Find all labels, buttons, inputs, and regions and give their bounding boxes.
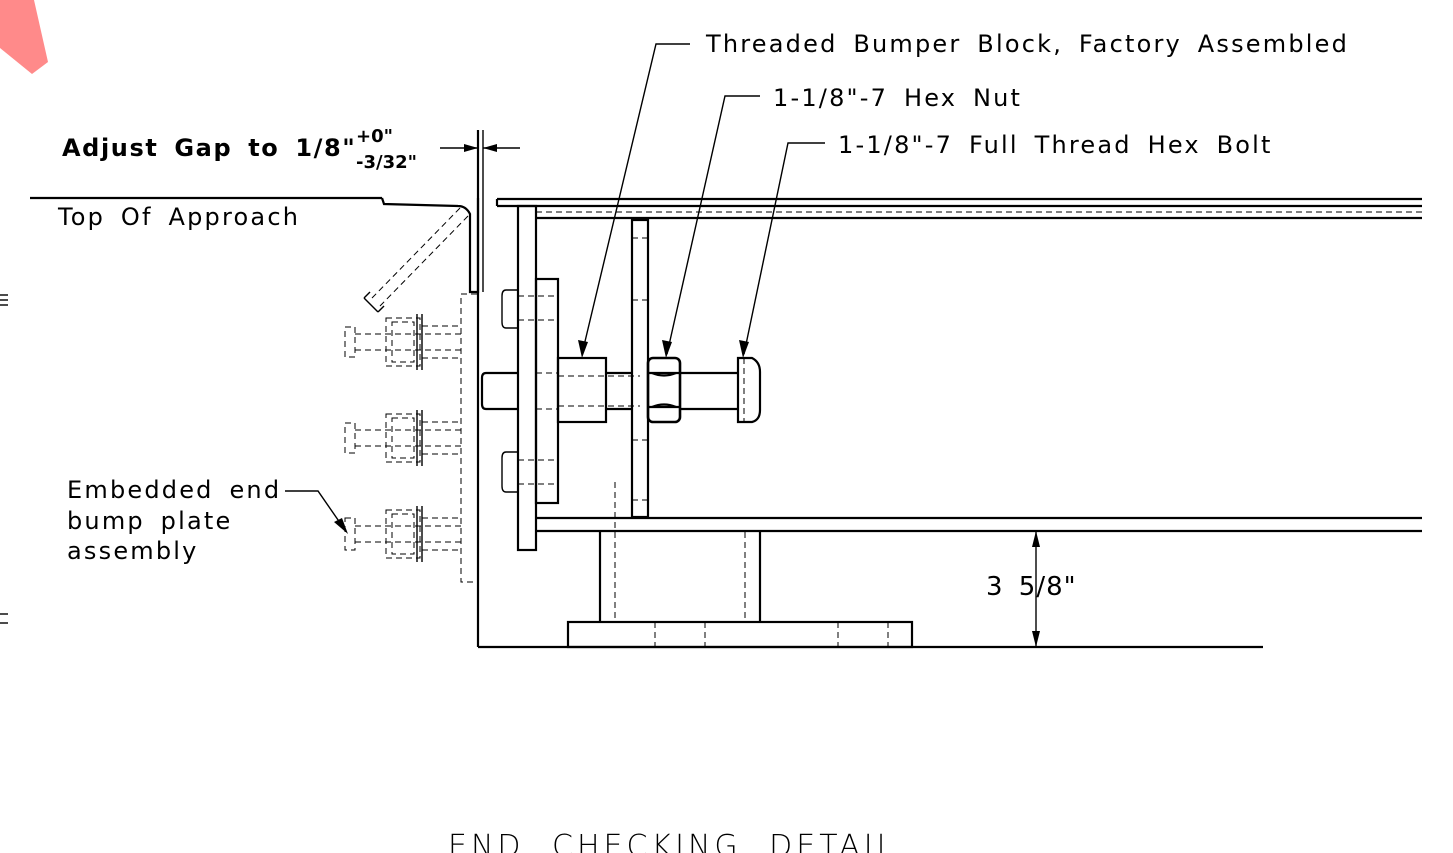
bolt-head-lower xyxy=(501,451,518,493)
stiffener-plate xyxy=(630,218,650,519)
leader-bumper-block xyxy=(578,43,690,358)
detail-title: END CHECKING DETAIL xyxy=(448,829,897,853)
label-embedded-line1: Embedded end xyxy=(67,476,281,504)
label-embedded-line3: assembly xyxy=(67,537,199,565)
label-top-of-approach: Top Of Approach xyxy=(57,203,300,231)
left-edge-ticks xyxy=(0,294,8,624)
support-pedestal xyxy=(598,482,762,622)
embedded-stud-2 xyxy=(344,410,461,466)
backing-plate xyxy=(518,277,560,505)
embedded-plate xyxy=(460,293,479,583)
embedded-stud-1 xyxy=(344,314,461,370)
gap-dimension xyxy=(440,144,520,152)
embedded-stud-3 xyxy=(344,506,461,562)
hex-nut xyxy=(646,356,682,424)
label-adjust-gap: Adjust Gap to 1/8" xyxy=(62,134,356,162)
bolt-head-upper xyxy=(501,289,518,329)
label-hex-bolt: 1-1/8"-7 Full Thread Hex Bolt xyxy=(838,131,1273,159)
label-tolerance-minus: -3/32" xyxy=(356,152,417,173)
label-bumper-block: Threaded Bumper Block, Factory Assembled xyxy=(705,30,1349,58)
leader-hex-nut xyxy=(662,95,760,358)
leader-hex-bolt xyxy=(739,142,825,358)
beam-bottom-flange xyxy=(536,516,1422,533)
label-embedded-line2: bump plate xyxy=(67,507,232,535)
label-hex-nut: 1-1/8"-7 Hex Nut xyxy=(773,84,1022,112)
label-tolerance-plus: +0" xyxy=(356,126,393,147)
bumper-block xyxy=(556,356,608,424)
base-floor xyxy=(478,620,1263,649)
label-dimension-height: 3 5/8" xyxy=(986,572,1077,602)
corner-mark xyxy=(0,0,48,74)
end-plate xyxy=(516,204,538,552)
height-dimension xyxy=(1032,531,1040,647)
threaded-rod xyxy=(480,371,738,411)
hex-bolt-head xyxy=(736,356,762,424)
leader-embedded-plate xyxy=(285,490,348,534)
beam-top-flange xyxy=(495,197,1422,220)
